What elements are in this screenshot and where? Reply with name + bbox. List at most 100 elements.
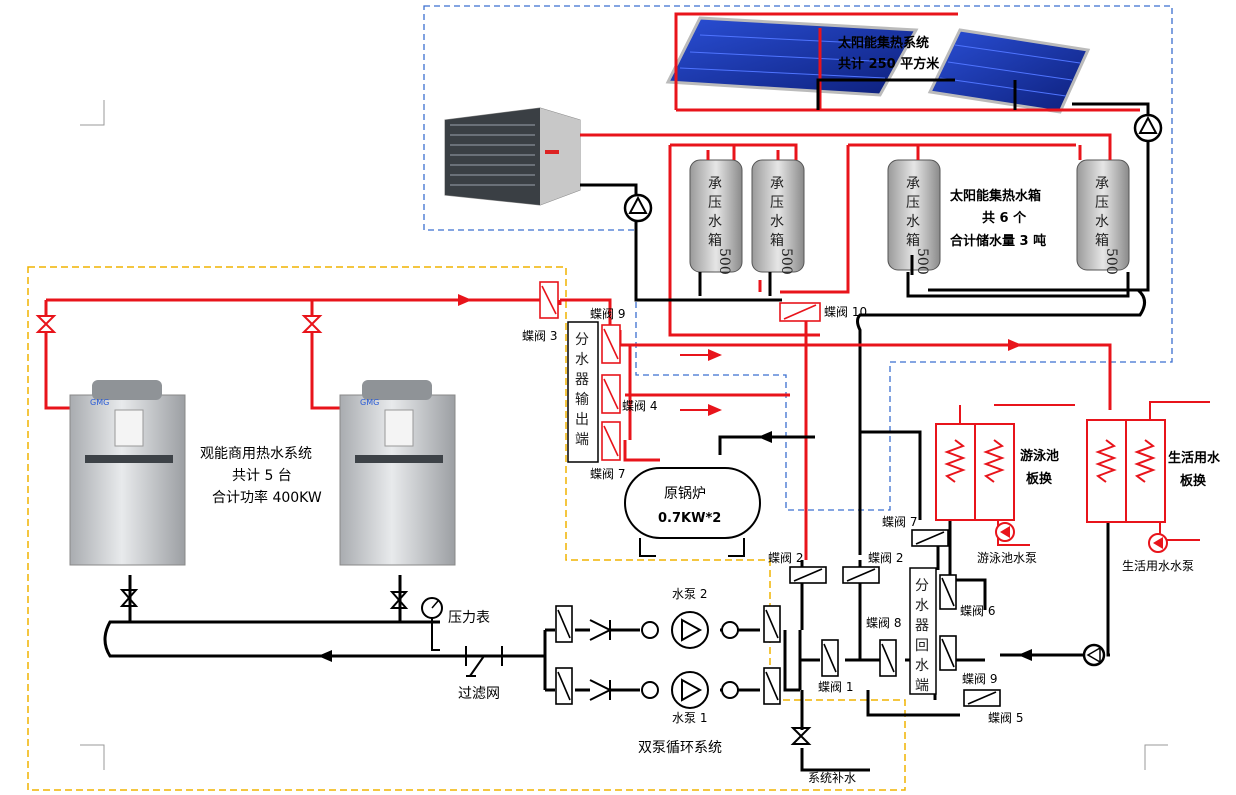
svg-text:GMG: GMG (360, 398, 379, 407)
svg-text:分: 分 (575, 332, 589, 348)
valve-7a-label: 蝶阀 7 (590, 466, 625, 481)
gate-valve (35, 315, 323, 333)
svg-text:端: 端 (575, 432, 589, 448)
filter-label: 过滤网 (458, 686, 500, 702)
svg-text:承: 承 (1095, 176, 1109, 192)
solar-panel (927, 28, 1091, 114)
pool-hx-label-2: 板换 (1026, 471, 1053, 487)
svg-text:出: 出 (575, 412, 589, 428)
valve-6-label: 蝶阀 6 (960, 603, 995, 618)
heatpump-system-title: 观能商用热水系统 (200, 446, 312, 462)
svg-text:压: 压 (906, 195, 920, 211)
svg-text:输: 输 (575, 392, 589, 408)
distributor-output: 分 水 器 输 出 端 (567, 321, 599, 463)
dhw-pump-label: 生活用水水泵 (1122, 559, 1194, 573)
return-pump (1082, 643, 1106, 667)
air-source-heat-pump (444, 107, 581, 206)
valve-10-label: 蝶阀 10 (824, 304, 867, 319)
heatpump-system-units: 共计 5 台 (232, 468, 292, 484)
hot-water-pipes-heatpump (44, 298, 1112, 462)
boiler-title: 原锅炉 (664, 486, 706, 502)
svg-text:水: 水 (770, 214, 784, 230)
solar-tanks-capacity: 合计储水量 3 吨 (950, 233, 1046, 249)
svg-text:压: 压 (770, 195, 784, 211)
svg-text:承: 承 (906, 176, 920, 192)
solar-tanks-count: 共 6 个 (982, 210, 1027, 226)
valve-3-label: 蝶阀 3 (522, 328, 557, 343)
corner-mark (80, 744, 105, 770)
valve-8-label: 蝶阀 8 (866, 615, 901, 630)
solar-zone-boundary (423, 5, 1173, 511)
valve-2a-label: 蝶阀 2 (768, 550, 803, 565)
svg-text:箱: 箱 (1095, 233, 1109, 249)
pressure-tank-3: 承 压 水 箱 500 (887, 159, 941, 275)
heat-pump-unit-1: GMG (69, 380, 186, 566)
dhw-pump (1148, 533, 1168, 553)
boiler-spec: 0.7KW*2 (658, 511, 721, 526)
heatpump-system-power: 合计功率 400KW (212, 489, 322, 506)
svg-text:水: 水 (708, 214, 722, 230)
corner-mark (80, 100, 105, 126)
pressure-gauge (421, 597, 443, 651)
svg-text:器: 器 (575, 372, 589, 388)
distributor-return: 分 水 器 回 水 端 (909, 567, 937, 695)
flow-arrows (318, 431, 1040, 662)
valve-5-label: 蝶阀 5 (988, 710, 1023, 725)
svg-text:箱: 箱 (906, 233, 920, 249)
makeup-water-label: 系统补水 (808, 771, 856, 785)
svg-text:水: 水 (915, 658, 929, 674)
original-boiler (624, 467, 761, 557)
circulation-pump-2 (589, 611, 739, 649)
heat-pump-circulation-pump (623, 193, 653, 223)
svg-text:箱: 箱 (708, 233, 722, 249)
svg-text:水: 水 (1095, 214, 1109, 230)
butterfly-valves-red (539, 281, 821, 461)
svg-text:GMG: GMG (90, 398, 109, 407)
strainer-filter (465, 646, 503, 677)
dhw-hx-label-2: 板换 (1180, 473, 1207, 489)
dhw-heat-exchanger (1086, 401, 1210, 541)
corner-mark (1144, 744, 1168, 770)
pressure-tank-2: 承 压 水 箱 500 (751, 159, 805, 275)
svg-text:500: 500 (778, 248, 794, 275)
heat-pump-unit-2: GMG (339, 380, 456, 566)
solar-system-area: 共计 250 平方米 (838, 56, 940, 72)
heatpump-zone-boundary (27, 266, 906, 791)
pool-hx-label-1: 游泳池 (1020, 448, 1059, 464)
svg-text:500: 500 (914, 248, 930, 275)
svg-text:压: 压 (708, 195, 722, 211)
svg-text:端: 端 (915, 678, 929, 694)
pressure-tank-1: 承 压 水 箱 500 (689, 159, 743, 275)
hot-water-pipes-solar (580, 12, 1140, 560)
pool-heat-exchanger (935, 404, 1075, 546)
svg-text:水: 水 (575, 352, 589, 368)
svg-text:水: 水 (915, 598, 929, 614)
svg-text:承: 承 (708, 176, 722, 192)
valve-2b-label: 蝶阀 2 (868, 550, 903, 565)
pressure-gauge-label: 压力表 (448, 610, 490, 626)
svg-text:箱: 箱 (770, 233, 784, 249)
valve-7b-label: 蝶阀 7 (882, 514, 917, 529)
circulation-pump-1 (589, 671, 739, 709)
butterfly-valves-black (555, 529, 1001, 707)
svg-text:回: 回 (915, 638, 929, 654)
pump-2-label: 水泵 2 (672, 587, 707, 601)
svg-text:500: 500 (716, 248, 732, 275)
solar-system-title: 太阳能集热系统 (837, 35, 929, 51)
pool-pump-label: 游泳池水泵 (977, 551, 1037, 565)
valve-1-label: 蝶阀 1 (818, 679, 853, 694)
pump-1-label: 水泵 1 (672, 711, 707, 725)
solar-circulation-pump (1133, 113, 1163, 143)
svg-text:器: 器 (915, 618, 929, 634)
valve-4-label: 蝶阀 4 (622, 398, 657, 413)
svg-text:水: 水 (906, 214, 920, 230)
cold-water-pipes-solar (580, 78, 1150, 555)
solar-panel (665, 16, 919, 97)
solar-tanks-title: 太阳能集热水箱 (949, 188, 1041, 204)
svg-text:承: 承 (770, 176, 784, 192)
valve-9b-label: 蝶阀 9 (962, 671, 997, 686)
pool-pump (995, 522, 1015, 542)
svg-text:分: 分 (915, 578, 929, 594)
pressure-tank-4: 承 压 水 箱 500 (1076, 159, 1130, 275)
